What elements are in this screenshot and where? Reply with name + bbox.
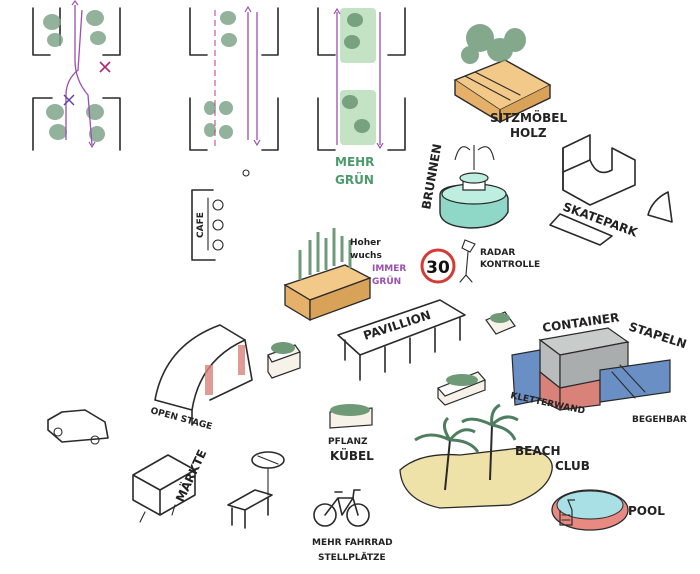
- street-section-crossing: [32, 0, 121, 151]
- holz-label: HOLZ: [510, 126, 547, 140]
- bicycle-sketch: MEHR FAHRRAD STELLPLÄTZE: [312, 489, 393, 563]
- small-planter-left: [267, 342, 301, 379]
- maerkte-label: MÄRKTE: [172, 447, 209, 504]
- pool: POOL: [551, 489, 665, 531]
- sitzmoebel-label: SITZMÖBEL: [490, 110, 567, 125]
- stellplaetze-label: STELLPLÄTZE: [318, 552, 386, 563]
- pavillion: PAVILLION: [337, 299, 466, 381]
- small-planter-center: [436, 371, 487, 406]
- fountain: BRUNNEN: [419, 143, 509, 229]
- tall-growth-planter: Hoher wuchs IMMER GRÜN: [283, 228, 406, 322]
- cafe-label: CAFE: [196, 212, 206, 238]
- club-label: CLUB: [555, 459, 590, 473]
- container-stack: CONTAINER STAPELN KLETTERWAND BEGEHBAR: [509, 310, 688, 425]
- planter-box: PFLANZ KÜBEL: [328, 404, 374, 463]
- beach-label: BEACH: [515, 444, 560, 458]
- mehr-gruen-label-1: MEHR: [335, 155, 374, 169]
- wuchs-label: wuchs: [350, 251, 382, 261]
- beach-club: BEACH CLUB: [399, 403, 590, 509]
- mehr-gruen-label-2: GRÜN: [335, 172, 374, 187]
- kontrolle-label: KONTROLLE: [480, 260, 540, 270]
- pavillion-label: PAVILLION: [362, 308, 433, 343]
- open-stage: OPEN STAGE: [149, 324, 253, 432]
- street-section-parallel: [189, 5, 279, 177]
- pflanz-label: PFLANZ: [328, 437, 368, 447]
- fahrrad-label: MEHR FAHRRAD: [312, 538, 393, 548]
- speed-control: 30 RADAR KONTROLLE: [420, 239, 540, 284]
- skatepark: SKATEPARK: [549, 134, 673, 246]
- stapeln-label: STAPELN: [627, 320, 688, 352]
- open-stage-label: OPEN STAGE: [149, 406, 213, 432]
- begehbar-label: BEGEHBAR: [632, 415, 687, 425]
- street-section-more-green: MEHR GRÜN: [317, 7, 406, 187]
- market-stalls: MÄRKTE: [132, 447, 285, 529]
- cafe-sketch: CAFE: [191, 189, 224, 261]
- wooden-seating: SITZMÖBEL HOLZ: [453, 24, 567, 140]
- immer-label: IMMER: [372, 264, 406, 274]
- small-planter-right: [485, 311, 516, 335]
- pool-label: POOL: [628, 504, 665, 518]
- gruen-label: GRÜN: [372, 276, 401, 287]
- car-sketch: [47, 409, 109, 445]
- hoher-label: Hoher: [350, 238, 381, 248]
- speed-limit-sign: 30: [426, 258, 450, 278]
- kuebel-label: KÜBEL: [330, 448, 374, 463]
- radar-label: RADAR: [480, 248, 515, 258]
